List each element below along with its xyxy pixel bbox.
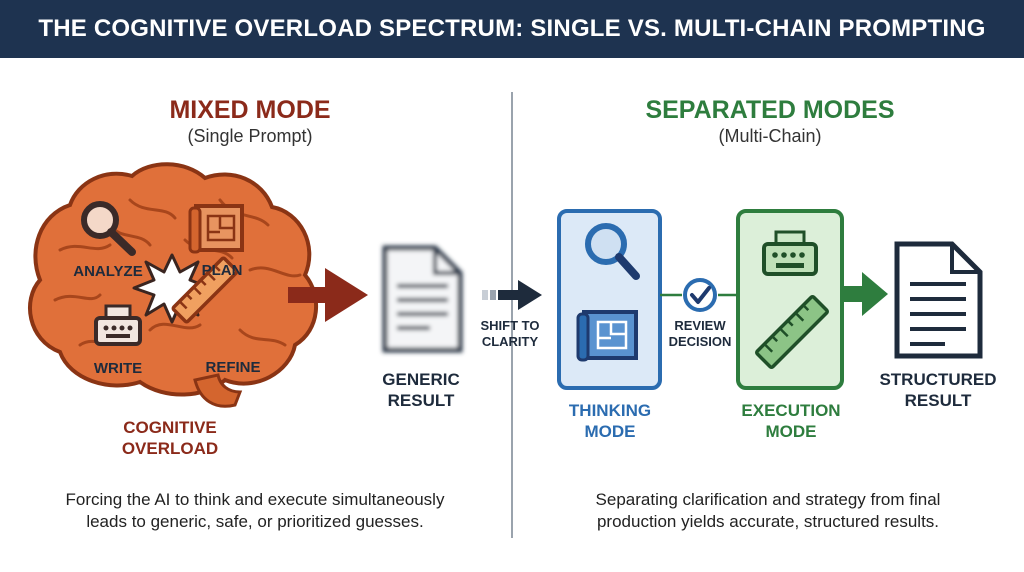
separated-modes-subheading: (Multi-Chain)	[718, 126, 822, 146]
separated-modes-heading: SEPARATED MODES	[645, 96, 895, 124]
document-icon	[894, 241, 983, 359]
label-refine: REFINE	[205, 359, 261, 376]
mixed-mode-subheading: (Single Prompt)	[187, 126, 313, 146]
thinking-mode-label-line2: MODE	[584, 422, 636, 441]
structured-result-label-line1: STRUCTURED	[879, 370, 997, 389]
cognitive-overload-label-line2: OVERLOAD	[121, 439, 219, 458]
arrow-icon	[288, 268, 368, 322]
execution-mode-label-line2: MODE	[765, 422, 817, 441]
thinking-mode-label-line1: THINKING	[568, 401, 652, 420]
magnifier-icon	[585, 223, 640, 280]
label-plan: PLAN	[201, 262, 243, 279]
label-analyze: ANALYZE	[73, 263, 143, 280]
review-decision-line2: DECISION	[668, 334, 732, 349]
title-bar: THE COGNITIVE OVERLOAD SPECTRUM: SINGLE …	[0, 0, 1024, 58]
page-title: THE COGNITIVE OVERLOAD SPECTRUM: SINGLE …	[38, 15, 986, 42]
shift-to-clarity-line1: SHIFT TO	[480, 318, 540, 333]
right-caption-line2: production yields accurate, structured r…	[596, 512, 940, 531]
mixed-mode-heading: MIXED MODE	[169, 96, 331, 124]
generic-result-label-line2: RESULT	[387, 391, 455, 410]
blueprint-icon	[188, 204, 244, 254]
cognitive-overload-label-line1: COGNITIVE	[123, 418, 217, 437]
checkmark-icon	[683, 278, 717, 312]
ruler-icon	[755, 295, 829, 369]
ruler-icon	[171, 256, 239, 324]
typewriter-icon	[94, 304, 142, 346]
label-write: WRITE	[93, 360, 143, 377]
blueprint-icon	[576, 310, 638, 362]
center-divider	[511, 92, 513, 538]
arrow-icon	[843, 272, 888, 316]
shift-to-clarity-line2: CLARITY	[481, 334, 539, 349]
arrow-icon	[482, 280, 542, 310]
magnifier-icon	[81, 201, 136, 256]
document-icon	[382, 245, 463, 353]
typewriter-icon	[762, 230, 818, 276]
structured-result-label-line2: RESULT	[904, 391, 972, 410]
review-decision-line1: REVIEW	[674, 318, 726, 333]
generic-result-label-line1: GENERIC	[382, 370, 460, 389]
left-caption-line2: leads to generic, safe, or prioritized g…	[86, 512, 424, 531]
execution-mode-label-line1: EXECUTION	[741, 401, 841, 420]
left-caption-line1: Forcing the AI to think and execute simu…	[65, 490, 445, 509]
right-caption-line1: Separating clarification and strategy fr…	[595, 490, 941, 509]
